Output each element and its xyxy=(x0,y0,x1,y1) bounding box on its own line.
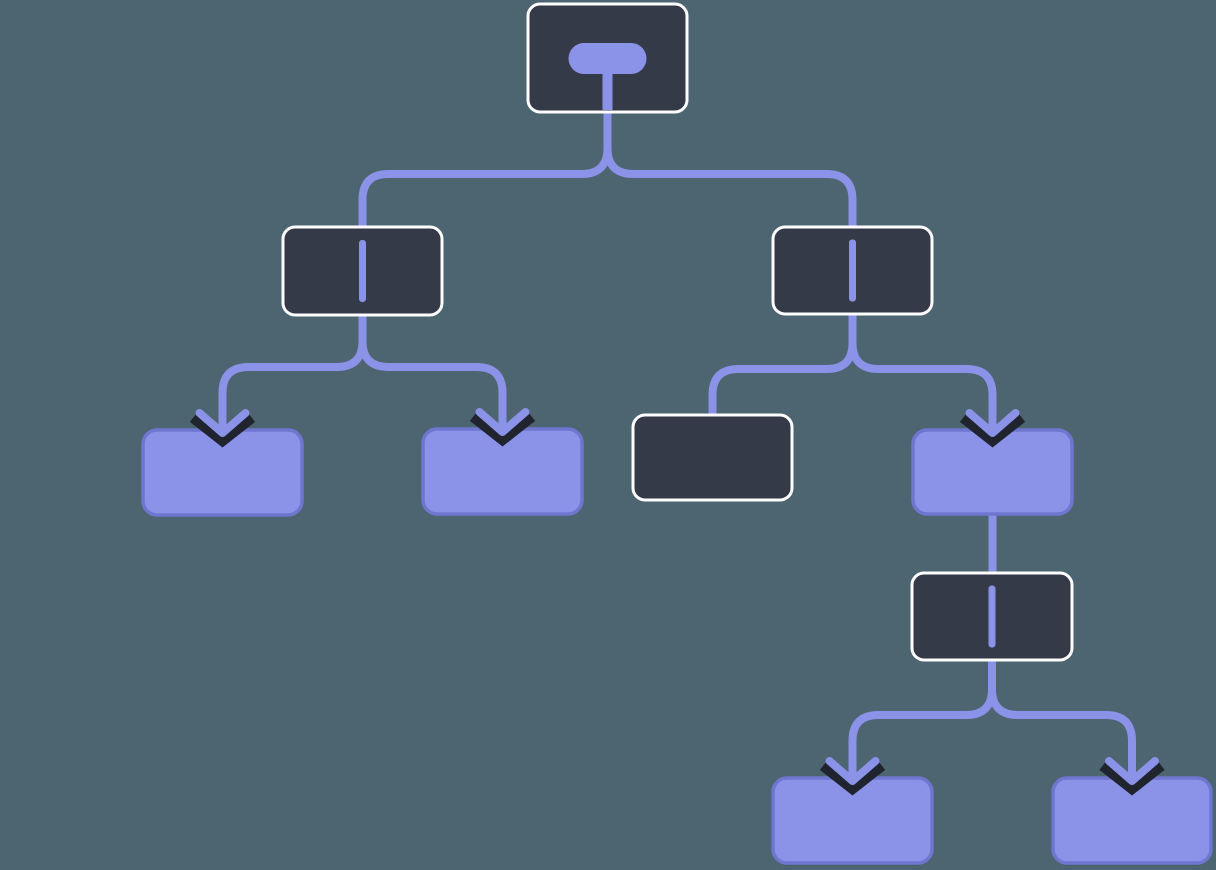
edge-root-to-branch-right xyxy=(603,112,857,229)
chevron-arrow-icon xyxy=(959,396,1026,448)
edge-branch-right-to-leaf-3 xyxy=(708,314,857,417)
chevron-arrow-purple xyxy=(965,409,1020,437)
vertical-bar-icon xyxy=(849,239,856,302)
root-icon xyxy=(568,43,647,110)
chevron-arrow-black xyxy=(1099,758,1165,796)
leaf-node-3-dark[interactable] xyxy=(631,413,794,502)
edge-branch-left-to-leaf-2 xyxy=(358,315,507,431)
chevron-arrow-black xyxy=(959,410,1026,448)
chevron-arrow-purple xyxy=(825,757,880,785)
root-icon-stem xyxy=(602,66,613,110)
edge-branch-bottom-to-leaf-5 xyxy=(988,660,1136,780)
chevron-arrow-purple xyxy=(1105,757,1159,785)
chevron-arrow-icon xyxy=(1099,744,1165,796)
root-icon-pill xyxy=(568,43,647,74)
branch-node-right[interactable] xyxy=(771,225,934,316)
chevron-arrow-icon xyxy=(819,744,886,796)
branch-node-left[interactable] xyxy=(281,225,444,317)
leaf-node-3-dark-body[interactable] xyxy=(631,413,794,502)
chevron-arrow-black xyxy=(819,758,886,796)
vertical-bar-icon xyxy=(359,240,366,302)
branch-node-bottom[interactable] xyxy=(910,571,1074,662)
edge-root-to-branch-left xyxy=(358,112,612,229)
chevron-arrow-purple xyxy=(195,409,250,437)
chevron-arrow-icon xyxy=(189,396,256,448)
chevron-arrow-icon xyxy=(469,395,536,447)
root-node[interactable] xyxy=(526,2,689,114)
chevron-arrow-black xyxy=(469,409,536,447)
chevron-arrow-black xyxy=(189,410,256,448)
vertical-bar-icon xyxy=(988,585,996,648)
chevron-arrow-purple xyxy=(475,408,530,436)
edge-branch-right-to-mid-purple xyxy=(848,314,997,432)
